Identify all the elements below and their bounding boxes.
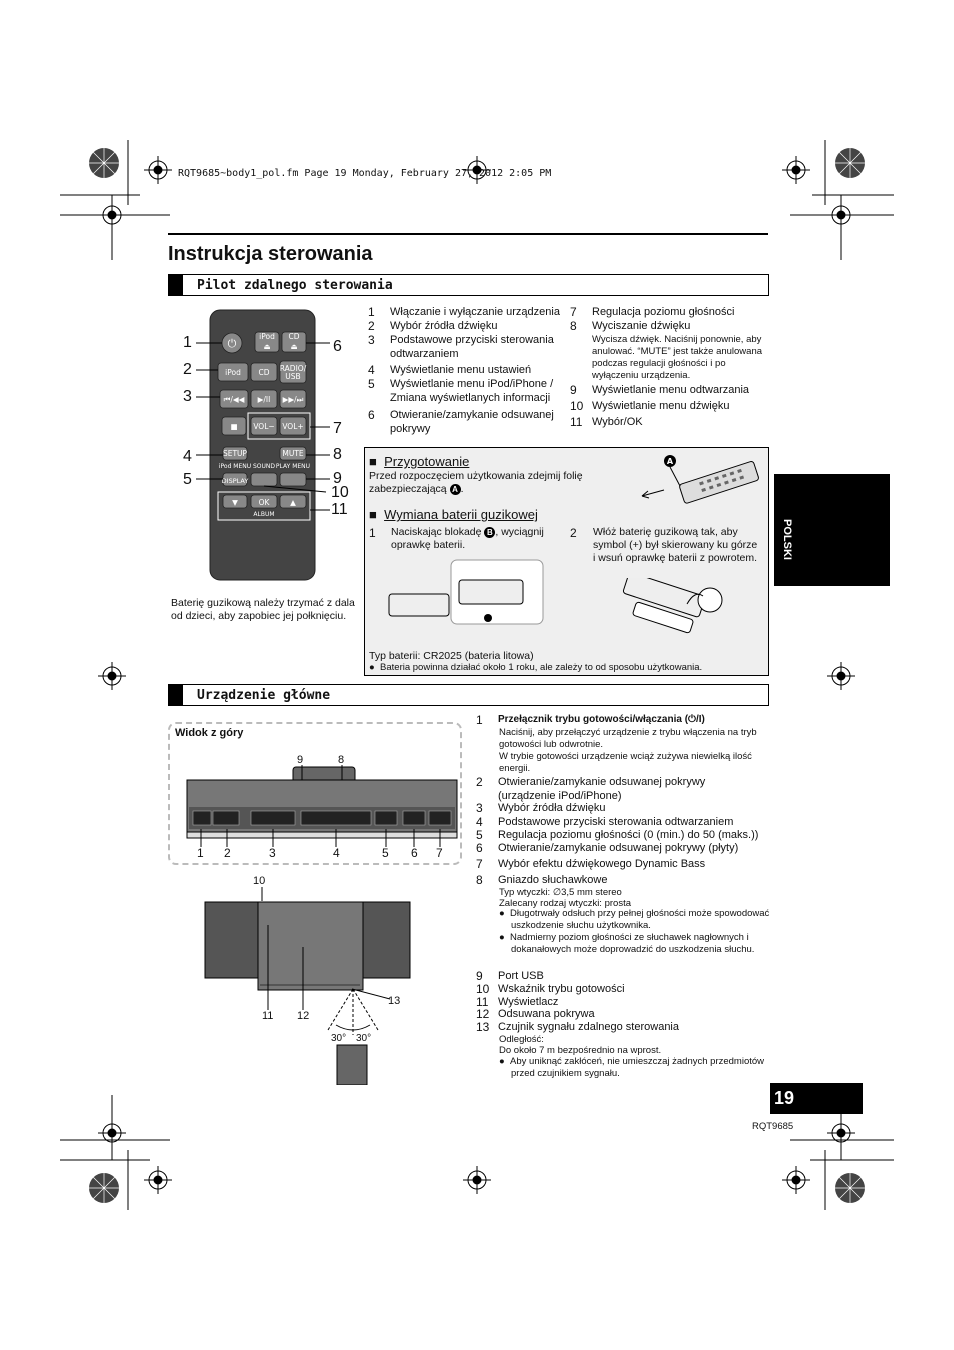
svg-text:RADIO/: RADIO/ (280, 364, 307, 373)
battery-step2: Włóż baterię guzikową tak, aby symbol (+… (593, 526, 758, 564)
angle-right: 30° (356, 1033, 372, 1044)
battery-type: Typ baterii: CR2025 (bateria litowa) (369, 650, 534, 662)
angle-left: 30° (331, 1033, 347, 1044)
bottom-callout-7: 7 (436, 846, 443, 860)
remote-callout-lines (196, 342, 330, 511)
battery-life: ● Bateria powinna działać około 1 roku, … (369, 662, 703, 673)
section-title-remote: Pilot zdalnego sterowania (197, 278, 393, 293)
title-rule (168, 233, 768, 235)
top-view-illustration (186, 765, 458, 847)
page-title: Instrukcja sterowania (168, 243, 373, 265)
svg-text:USB: USB (285, 372, 300, 381)
battery-removal-illustration (388, 559, 544, 625)
remote-label-cd: CD (258, 368, 269, 377)
svg-text:PLAY MENU: PLAY MENU (276, 463, 310, 470)
headphone-bullet-1: ● Długotrwały odsłuch przy pełnej głośno… (499, 908, 770, 931)
prep-heading: ■ Przygotowanie (369, 454, 470, 469)
remote-callout-2: 2 (183, 361, 192, 378)
remote-film-illustration: A (641, 455, 759, 504)
battery-step1: Naciskając blokadę B, wyciągnij oprawkę … (391, 526, 544, 551)
prep-text: Przed rozpoczęciem użytkowania zdejmij f… (369, 470, 583, 495)
svg-text:▲: ▲ (290, 498, 296, 507)
remote-callout-1: 1 (183, 334, 192, 351)
side-tab-label: POLSKI (781, 519, 793, 560)
battery-step2-num: 2 (570, 526, 577, 540)
remote-label-setup: SETUP (223, 449, 248, 458)
remote-label-ipod-top: iPod (259, 332, 275, 341)
front-callout-13: 13 (388, 995, 401, 1007)
remote-label-ipod: iPod (225, 368, 241, 377)
headphone-bullet-2: ● Nadmierny poziom głośności ze słuchawe… (499, 932, 755, 955)
svg-text:DISPLAY: DISPLAY (222, 477, 249, 485)
svg-text:OK: OK (259, 498, 271, 507)
remote-label-vol-minus: VOL− (253, 422, 274, 431)
svg-text:▶/II: ▶/II (258, 395, 271, 404)
battery-warning: Baterię guzikową należy trzymać z dala o… (171, 597, 355, 622)
file-info-header: RQT9685~body1_pol.fm Page 19 Monday, Feb… (178, 168, 552, 179)
svg-text:⏮/◀◀: ⏮/◀◀ (224, 395, 245, 404)
section-bar-remote: Pilot zdalnego sterowania (168, 274, 769, 296)
front-callout-12: 12 (297, 1010, 310, 1022)
bottom-callout-3: 3 (269, 846, 276, 860)
front-view-illustration (204, 887, 411, 1085)
top-view-label: Widok z góry (175, 727, 244, 739)
sensor-distance: Do około 7 m bezpośrednio na wprost. (499, 1045, 662, 1056)
bottom-callout-1: 1 (197, 846, 204, 860)
top-callout-8: 8 (338, 754, 345, 766)
bottom-callout-6: 6 (411, 846, 418, 860)
top-view-frame (168, 722, 462, 865)
bottom-callout-5: 5 (382, 846, 389, 860)
doc-code: RQT9685 (752, 1121, 794, 1132)
preparation-box: ■ Przygotowanie Przed rozpoczęciem użytk… (364, 447, 769, 676)
bottom-callout-2: 2 (224, 846, 231, 860)
sensor-distance-label: Odległość: (499, 1034, 544, 1045)
svg-text:■: ■ (230, 422, 237, 431)
top-callout-9: 9 (297, 754, 304, 766)
headphone-recommended: Zalecany rodzaj wtyczki: prosta (499, 898, 631, 909)
remote-callout-10: 10 (331, 484, 349, 501)
main-item-1-sub: Naciśnij, aby przełączyć urządzenie z tr… (499, 727, 757, 774)
section-title-main-unit: Urządzenie główne (197, 688, 331, 703)
headphone-plug-type: Typ wtyczki: ∅3,5 mm stereo (499, 887, 622, 898)
remote-callout-5: 5 (183, 471, 192, 488)
side-tab-polski: POLSKI (774, 474, 890, 586)
remote-callout-8: 8 (333, 446, 342, 463)
svg-text:iPod MENU: iPod MENU (219, 463, 251, 470)
remote-callout-3: 3 (183, 388, 192, 405)
battery-insert-illustration (622, 578, 723, 634)
section-bar-main-unit: Urządzenie główne (168, 684, 769, 706)
remote-label-mute: MUTE (282, 449, 304, 458)
page-number: 19 (774, 1088, 795, 1108)
svg-text:A: A (667, 457, 674, 466)
sensor-bullet-1: ● Aby uniknąć zakłóceń, nie umieszczaj ż… (499, 1056, 765, 1079)
remote-label-vol-plus: VOL+ (282, 422, 303, 431)
svg-text:⏻: ⏻ (228, 337, 237, 350)
remote-callout-7: 7 (333, 420, 342, 437)
svg-text:⏏: ⏏ (290, 342, 297, 351)
front-callout-10: 10 (253, 875, 266, 887)
mute-note: Wycisza dźwięk. Naciśnij ponownie, aby a… (592, 334, 763, 381)
page-number-block: 19 (770, 1083, 863, 1114)
remote-label-cd-top: CD (288, 332, 299, 341)
svg-text:▼: ▼ (232, 498, 238, 507)
battery-step1-num: 1 (369, 526, 376, 540)
svg-text:⏏: ⏏ (263, 342, 270, 351)
remote-callout-9: 9 (333, 470, 342, 487)
battery-heading: ■ Wymiana baterii guzikowej (369, 507, 538, 522)
remote-callout-4: 4 (183, 448, 192, 465)
bottom-callout-4: 4 (333, 846, 340, 860)
remote-control-illustration: ⏻ iPod CD ⏏ ⏏ iPod CD RADIO/USB ⏮/◀◀ ▶/II ▶… (209, 309, 316, 581)
svg-text:▶▶/⏭: ▶▶/⏭ (283, 395, 304, 404)
remote-callout-6: 6 (333, 338, 342, 355)
svg-text:ALBUM: ALBUM (253, 511, 274, 518)
front-callout-11: 11 (262, 1010, 274, 1022)
svg-text:SOUND: SOUND (253, 463, 275, 470)
remote-callout-11: 11 (331, 501, 348, 518)
